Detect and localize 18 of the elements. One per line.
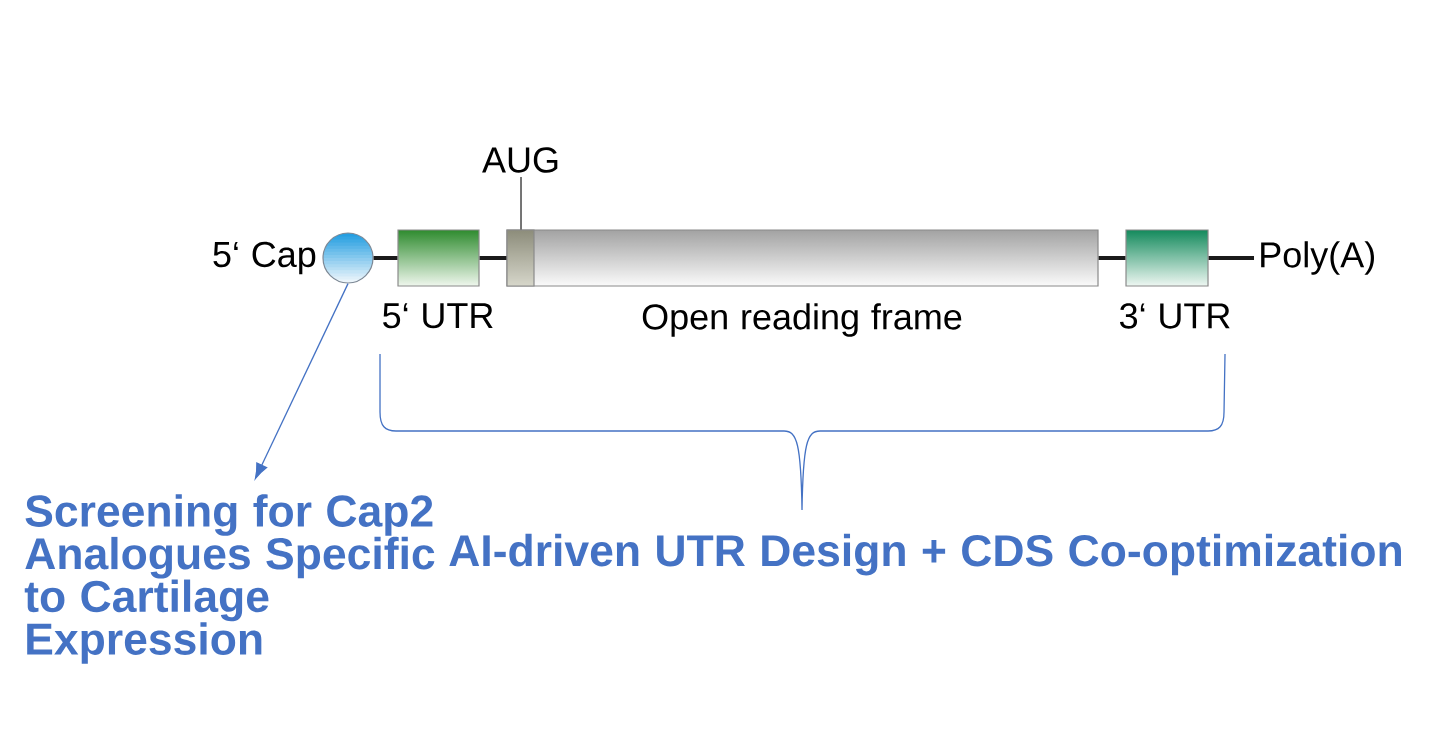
region-box xyxy=(397,229,480,287)
region-label: 5‘ Cap xyxy=(213,241,316,275)
text-label: AUG xyxy=(482,147,558,173)
backbone-line xyxy=(479,256,507,260)
leader-line xyxy=(520,176,522,230)
arrow xyxy=(254,282,349,480)
region-label: 5‘ UTR xyxy=(383,303,493,329)
text-label: Poly(A) xyxy=(1261,241,1374,275)
backbone-line xyxy=(1208,256,1254,260)
region-label: Open reading frame xyxy=(642,303,962,337)
start-codon-box xyxy=(506,229,535,287)
backbone-line xyxy=(1098,256,1126,260)
annotation-text: AI-driven UTR Design + CDS Co-optimization xyxy=(449,533,1401,576)
region-label: 3‘ UTR xyxy=(1119,303,1230,329)
region-box xyxy=(1125,229,1209,287)
annotation-text: Screening for Cap2 Analogues Specific to Cartilage Expression xyxy=(24,494,435,664)
cap-circle xyxy=(322,232,374,284)
backbone-line xyxy=(373,256,398,260)
